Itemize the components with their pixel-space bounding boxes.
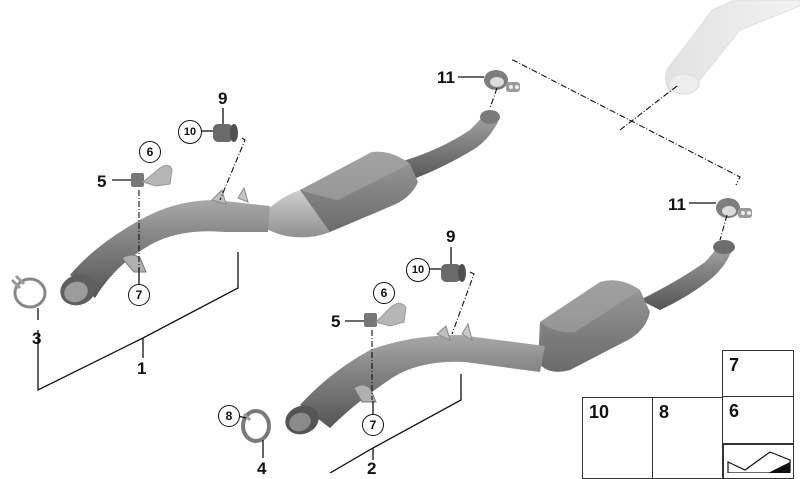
clamp-4 bbox=[241, 409, 271, 443]
callout-8: 8 bbox=[218, 405, 240, 427]
hardware-number: 10 bbox=[589, 402, 610, 422]
lower-pipe-assembly bbox=[285, 240, 735, 435]
upper-pipe-assembly bbox=[60, 110, 500, 306]
hardware-cell-10: 10 bbox=[582, 397, 654, 479]
clamp-11-upper bbox=[484, 70, 520, 92]
hanger-upper bbox=[131, 164, 173, 187]
rubber-mount-upper bbox=[213, 124, 238, 142]
clamp-3 bbox=[10, 274, 47, 309]
label-3: 3 bbox=[32, 329, 42, 348]
hanger-lower bbox=[364, 302, 407, 327]
label-1: 1 bbox=[137, 359, 147, 378]
hardware-number: 7 bbox=[729, 355, 740, 375]
rubber-mount-lower bbox=[441, 264, 466, 282]
label-11-lower: 11 bbox=[668, 195, 686, 214]
hardware-cell-reference bbox=[722, 443, 794, 479]
label-9-upper: 9 bbox=[218, 89, 228, 108]
guide-lines bbox=[138, 59, 741, 400]
label-5-lower: 5 bbox=[331, 312, 341, 331]
ghost-tailpipe bbox=[664, 0, 800, 95]
hardware-cell-8: 8 bbox=[652, 397, 724, 479]
label-5-upper: 5 bbox=[97, 172, 107, 191]
label-2: 2 bbox=[367, 459, 377, 478]
leader-lines bbox=[37, 76, 716, 474]
hardware-cell-7: 7 bbox=[722, 350, 794, 398]
callout-7-lower: 7 bbox=[362, 414, 384, 436]
clamp-11-lower bbox=[716, 198, 752, 218]
callout-10-lower: 10 bbox=[406, 258, 430, 282]
label-9-lower: 9 bbox=[446, 227, 456, 246]
label-4: 4 bbox=[257, 459, 267, 478]
callout-7-upper: 7 bbox=[128, 284, 150, 306]
callout-10-upper: 10 bbox=[178, 120, 202, 144]
hardware-cell-6: 6 bbox=[722, 396, 794, 445]
label-11-upper: 11 bbox=[437, 68, 455, 87]
hardware-number: 6 bbox=[729, 401, 740, 421]
hardware-number: 8 bbox=[659, 402, 670, 422]
callout-6-lower: 6 bbox=[373, 282, 395, 304]
callout-6-upper: 6 bbox=[139, 141, 161, 163]
